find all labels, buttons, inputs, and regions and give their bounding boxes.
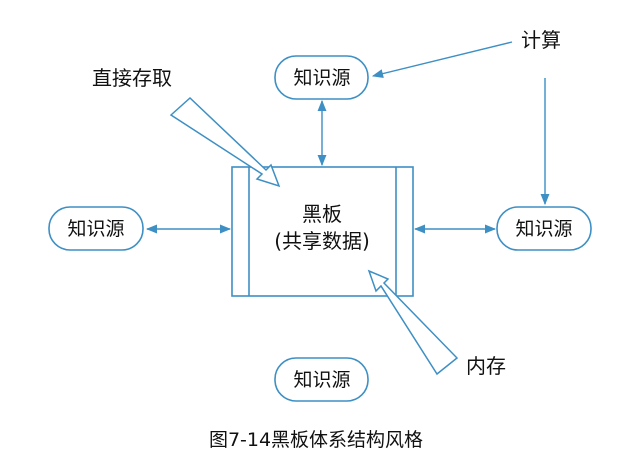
knowledge-source-right: 知识源 — [496, 206, 592, 251]
knowledge-source-label: 知识源 — [293, 369, 350, 391]
knowledge-source-label: 知识源 — [293, 67, 350, 89]
memory-label: 内存 — [466, 354, 506, 378]
blackboard-subtitle: (共享数据) — [274, 229, 370, 253]
compute-label: 计算 — [521, 28, 561, 52]
knowledge-source-top: 知识源 — [274, 55, 369, 100]
knowledge-source-bottom: 知识源 — [274, 357, 369, 402]
arrow-compute-to-top-source — [371, 41, 513, 78]
direct-access-label: 直接存取 — [92, 66, 172, 90]
memory-arrow — [367, 269, 459, 376]
blackboard-box: 黑板 (共享数据) — [231, 166, 414, 297]
knowledge-source-label: 知识源 — [515, 218, 572, 240]
direct-access-arrow — [169, 96, 281, 188]
blackboard-title: 黑板 — [302, 202, 342, 226]
knowledge-source-label: 知识源 — [67, 218, 124, 240]
figure-caption: 图7-14黑板体系结构风格 — [209, 429, 423, 451]
knowledge-source-left: 知识源 — [48, 206, 144, 251]
